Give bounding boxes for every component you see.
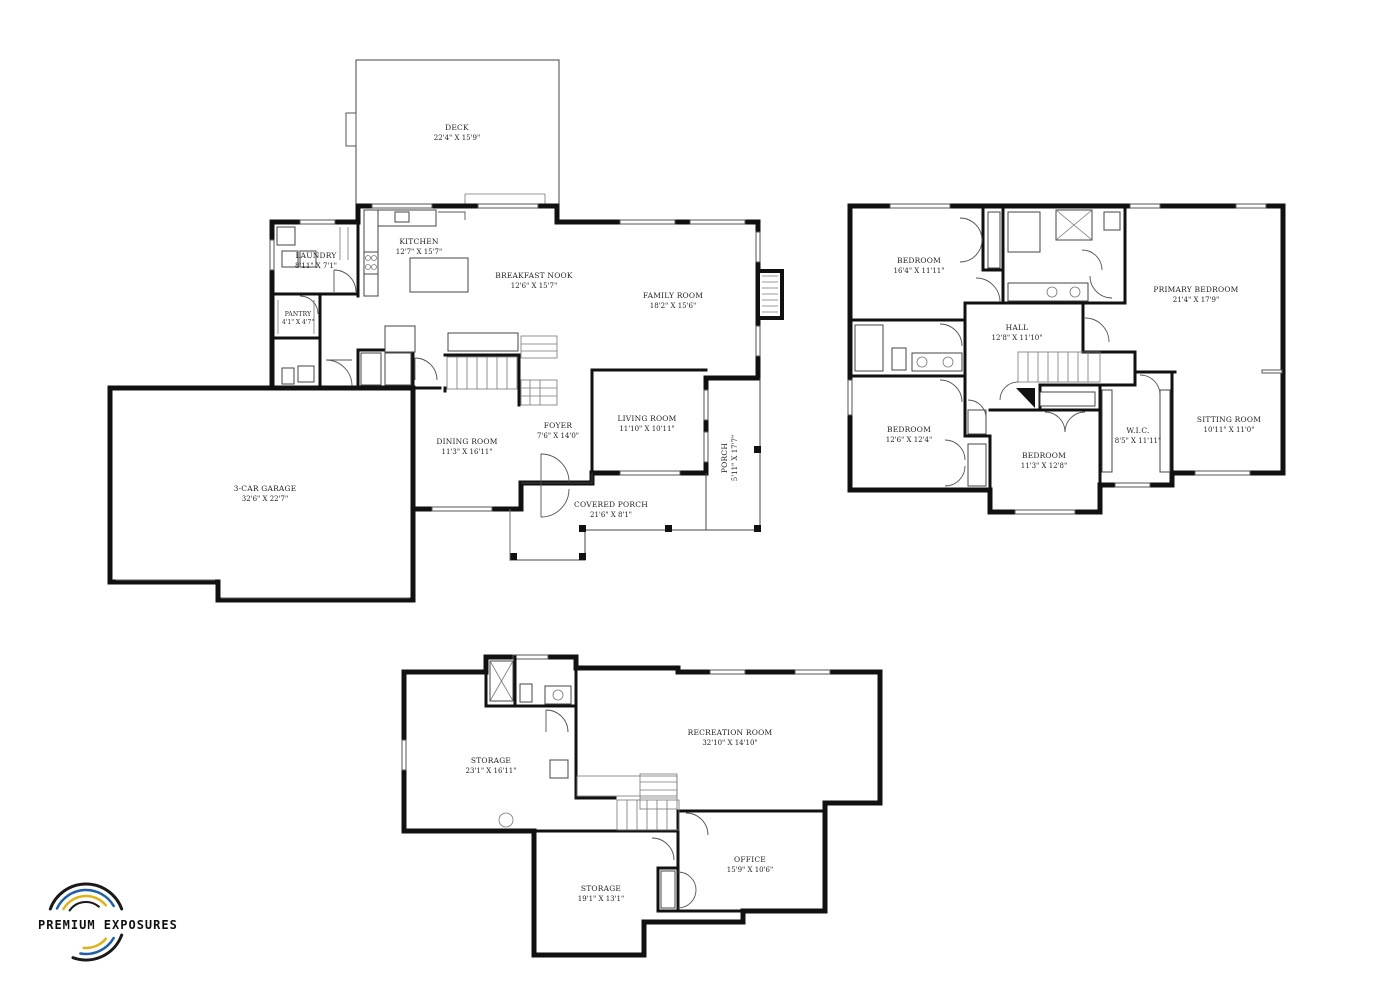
logo-arc [79, 936, 115, 956]
dining-room-dim: 11'3" X 16'11" [442, 448, 493, 456]
main-stair [446, 335, 558, 406]
storage-1-dim: 23'1" X 16'11" [466, 767, 517, 775]
storage-2-dim: 19'1" X 13'1" [578, 895, 624, 903]
room-labels: DECK 22'4" X 15'9" KITCHEN 12'7" X 15'7"… [234, 123, 1261, 903]
deck-outline [355, 59, 560, 207]
bedroom-1-dim: 16'4" X 11'11" [894, 267, 945, 275]
logo-text: PREMIUM EXPOSURES [38, 918, 178, 932]
covered-porch-dim: 21'6" X 8'1" [590, 511, 632, 519]
wic-dim: 8'5" X 11'11" [1115, 437, 1161, 445]
pantry-name: PANTRY [285, 311, 312, 318]
laundry-dim: 8'11" X 7'1" [295, 262, 337, 270]
office-dim: 15'9" X 10'6" [727, 866, 773, 874]
sitting-room-dim: 10'11" X 11'0" [1204, 426, 1255, 434]
deck-dim: 22'4" X 15'9" [434, 134, 480, 142]
fireplace [756, 269, 784, 320]
sitting-room-name: SITTING ROOM [1197, 415, 1261, 424]
bedroom-2-name: BEDROOM [887, 425, 931, 434]
hall-name: HALL [1006, 323, 1029, 332]
deck-step [345, 112, 357, 147]
lower-floor [401, 654, 883, 958]
main-house-walls [269, 203, 761, 512]
covered-porch-name: COVERED PORCH [574, 500, 648, 509]
foyer-name: FOYER [544, 421, 573, 430]
garage-walls [107, 385, 416, 603]
logo-arc [71, 933, 124, 962]
bedroom-2-dim: 12'6" X 12'4" [886, 436, 932, 444]
family-room-name: FAMILY ROOM [643, 291, 703, 300]
premium-exposures-logo: PREMIUM EXPOSURES [38, 882, 178, 962]
breakfast-nook-dim: 12'6" X 15'7" [511, 282, 557, 290]
logo-mark-icon [48, 882, 124, 962]
main-floor [107, 59, 784, 603]
kitchen-name: KITCHEN [399, 237, 439, 246]
living-room-dim: 11'10" X 10'11" [619, 425, 674, 433]
laundry-name: LAUNDRY [295, 251, 337, 260]
porch-name: PORCH [720, 443, 729, 473]
dining-room-name: DINING ROOM [436, 437, 497, 446]
foyer-dim: 7'6" X 14'0" [537, 432, 579, 440]
breakfast-nook-name: BREAKFAST NOOK [495, 271, 573, 280]
storage-1-name: STORAGE [471, 756, 511, 765]
garage-dim: 32'6" X 22'7" [242, 495, 288, 503]
family-room-dim: 18'2" X 15'6" [650, 302, 696, 310]
storage-2-name: STORAGE [581, 884, 621, 893]
upper-floor [847, 203, 1286, 515]
living-room-name: LIVING ROOM [617, 414, 676, 423]
primary-bedroom-dim: 21'4" X 17'9" [1173, 296, 1219, 304]
logo-arc [55, 888, 115, 910]
pantry-dim: 4'1" X 4'7" [282, 319, 314, 326]
kitchen-island [409, 257, 469, 293]
porch-dim: 5'11" X 17'7" [731, 435, 739, 481]
hall-dim: 12'8" X 11'10" [992, 334, 1043, 342]
deck-name: DECK [445, 123, 469, 132]
logo-arc [68, 900, 100, 912]
wic-name: W.I.C. [1126, 426, 1149, 435]
recreation-room-dim: 32'10" X 14'10" [702, 739, 757, 747]
bedroom-3-dim: 11'3" X 12'8" [1021, 462, 1067, 470]
office-name: OFFICE [734, 855, 766, 864]
bedroom-3-name: BEDROOM [1022, 451, 1066, 460]
bedroom-1-name: BEDROOM [897, 256, 941, 265]
logo-arc [48, 882, 124, 911]
primary-bedroom-name: PRIMARY BEDROOM [1153, 285, 1238, 294]
lower-floor-walls [401, 654, 883, 958]
recreation-room-name: RECREATION ROOM [688, 728, 773, 737]
logo-arc [82, 937, 108, 950]
kitchen-dim: 12'7" X 15'7" [396, 248, 442, 256]
logo-arc [62, 894, 108, 911]
garage-name: 3-CAR GARAGE [234, 484, 297, 493]
